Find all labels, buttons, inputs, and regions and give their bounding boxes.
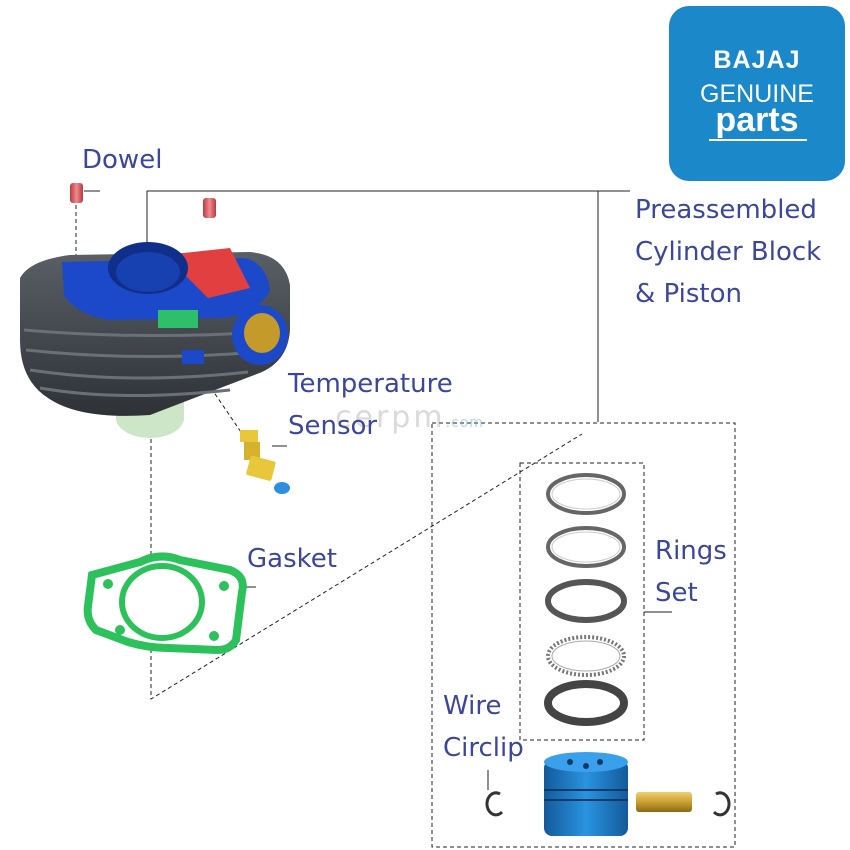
logo-underline xyxy=(709,139,807,141)
circlip-icon xyxy=(485,791,731,817)
logo-parts: parts xyxy=(715,101,799,139)
label-wire-circlip-line1: Wire xyxy=(443,691,502,721)
watermark-suffix: .com xyxy=(445,415,484,431)
label-gasket: Gasket xyxy=(247,544,337,574)
label-rings-line2: Set xyxy=(655,578,698,608)
cylinder-block-icon xyxy=(20,242,290,438)
label-wire-circlip-line2: Circlip xyxy=(443,733,524,763)
wrist-pin-icon xyxy=(636,792,692,812)
watermark: cerpm.com xyxy=(335,400,484,435)
temperature-sensor-icon xyxy=(240,430,290,494)
dowel-icon xyxy=(70,183,216,218)
logo-brand: BAJAJ xyxy=(713,46,801,74)
gasket-icon xyxy=(83,552,247,655)
watermark-main: cerpm xyxy=(335,400,446,435)
label-preassembled-line2: Cylinder Block xyxy=(635,237,822,267)
bajaj-genuine-parts-logo: BAJAJ GENUINE parts xyxy=(669,6,845,181)
label-rings-line1: Rings xyxy=(655,536,727,566)
label-temperature-line1: Temperature xyxy=(288,369,453,399)
piston-icon xyxy=(544,752,628,836)
piston-ring-icon xyxy=(544,473,628,726)
label-dowel: Dowel xyxy=(82,145,163,175)
label-temperature-line2: Sensor xyxy=(288,411,378,441)
logo-genuine: GENUINE xyxy=(700,80,814,108)
label-preassembled-line1: Preassembled xyxy=(635,195,817,225)
label-preassembled-line3: & Piston xyxy=(635,279,742,309)
